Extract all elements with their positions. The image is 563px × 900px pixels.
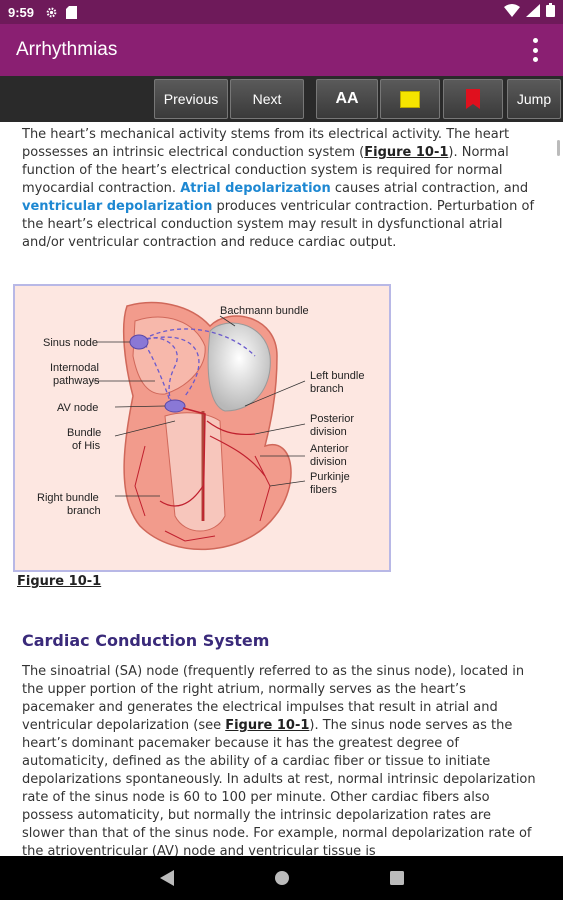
label-pathways: pathways [53, 375, 100, 387]
label-av-node: AV node [57, 402, 98, 414]
bookmark-button[interactable] [443, 79, 503, 119]
label-left-bundle: Left bundle [310, 370, 364, 382]
label-anterior: Anterior [310, 443, 349, 455]
label-sinus-node: Sinus node [43, 337, 98, 349]
label-right-bundle: Right bundle [37, 492, 99, 504]
figure-link[interactable]: Figure 10-1 [364, 145, 449, 160]
figure-caption-link[interactable]: Figure 10-1 [17, 574, 102, 589]
figure-link-2[interactable]: Figure 10-1 [225, 718, 310, 733]
scrollbar-thumb[interactable] [557, 140, 560, 156]
jump-button[interactable]: Jump [507, 79, 561, 119]
term-ventricular-depolarization[interactable]: ventricular depolarization [22, 199, 213, 214]
overflow-menu-icon[interactable] [523, 36, 547, 64]
term-atrial-depolarization[interactable]: Atrial depolarization [180, 181, 331, 196]
settings-gear-icon [44, 5, 58, 19]
status-time: 9:59 [8, 4, 35, 20]
figure-10-1[interactable]: Bachmann bundle Sinus node Internodal pa… [13, 284, 391, 572]
label-anterior-division: division [310, 456, 347, 468]
label-right-branch: branch [67, 505, 101, 517]
bookmark-icon [466, 89, 480, 109]
label-of-his: of His [72, 440, 101, 452]
wifi-icon [504, 3, 520, 21]
reader-toolbar: Previous Next AA Jump [0, 76, 563, 122]
heart-conduction-diagram: Bachmann bundle Sinus node Internodal pa… [37, 301, 364, 551]
font-size-button[interactable]: AA [316, 79, 378, 119]
recents-icon[interactable] [387, 868, 407, 888]
status-bar: 9:59 [0, 0, 563, 24]
highlighter-icon [400, 90, 420, 108]
battery-icon [546, 3, 555, 21]
sd-card-icon [64, 5, 78, 19]
section-heading: Cardiac Conduction System [22, 631, 270, 650]
home-icon[interactable] [272, 868, 292, 888]
label-bachmann-bundle: Bachmann bundle [220, 305, 309, 317]
font-size-icon: AA [335, 90, 359, 107]
label-internodal: Internodal [50, 362, 99, 374]
label-bundle: Bundle [67, 427, 101, 439]
signal-icon [526, 3, 540, 21]
back-icon[interactable] [157, 868, 177, 888]
app-bar: Arrhythmias [0, 24, 563, 76]
app-title: Arrhythmias [16, 39, 118, 60]
reader-content[interactable]: The heart’s mechanical activity stems fr… [0, 122, 563, 856]
conduction-paragraph: The sinoatrial (SA) node (frequently ref… [22, 664, 536, 856]
label-left-branch: branch [310, 383, 344, 395]
next-button[interactable]: Next [230, 79, 304, 119]
highlight-button[interactable] [380, 79, 440, 119]
label-posterior: Posterior [310, 413, 354, 425]
label-posterior-division: division [310, 426, 347, 438]
intro-paragraph: The heart’s mechanical activity stems fr… [22, 127, 535, 250]
label-purkinje: Purkinje [310, 471, 350, 483]
system-nav-bar [0, 856, 563, 900]
label-fibers: fibers [310, 484, 337, 496]
previous-button[interactable]: Previous [154, 79, 228, 119]
